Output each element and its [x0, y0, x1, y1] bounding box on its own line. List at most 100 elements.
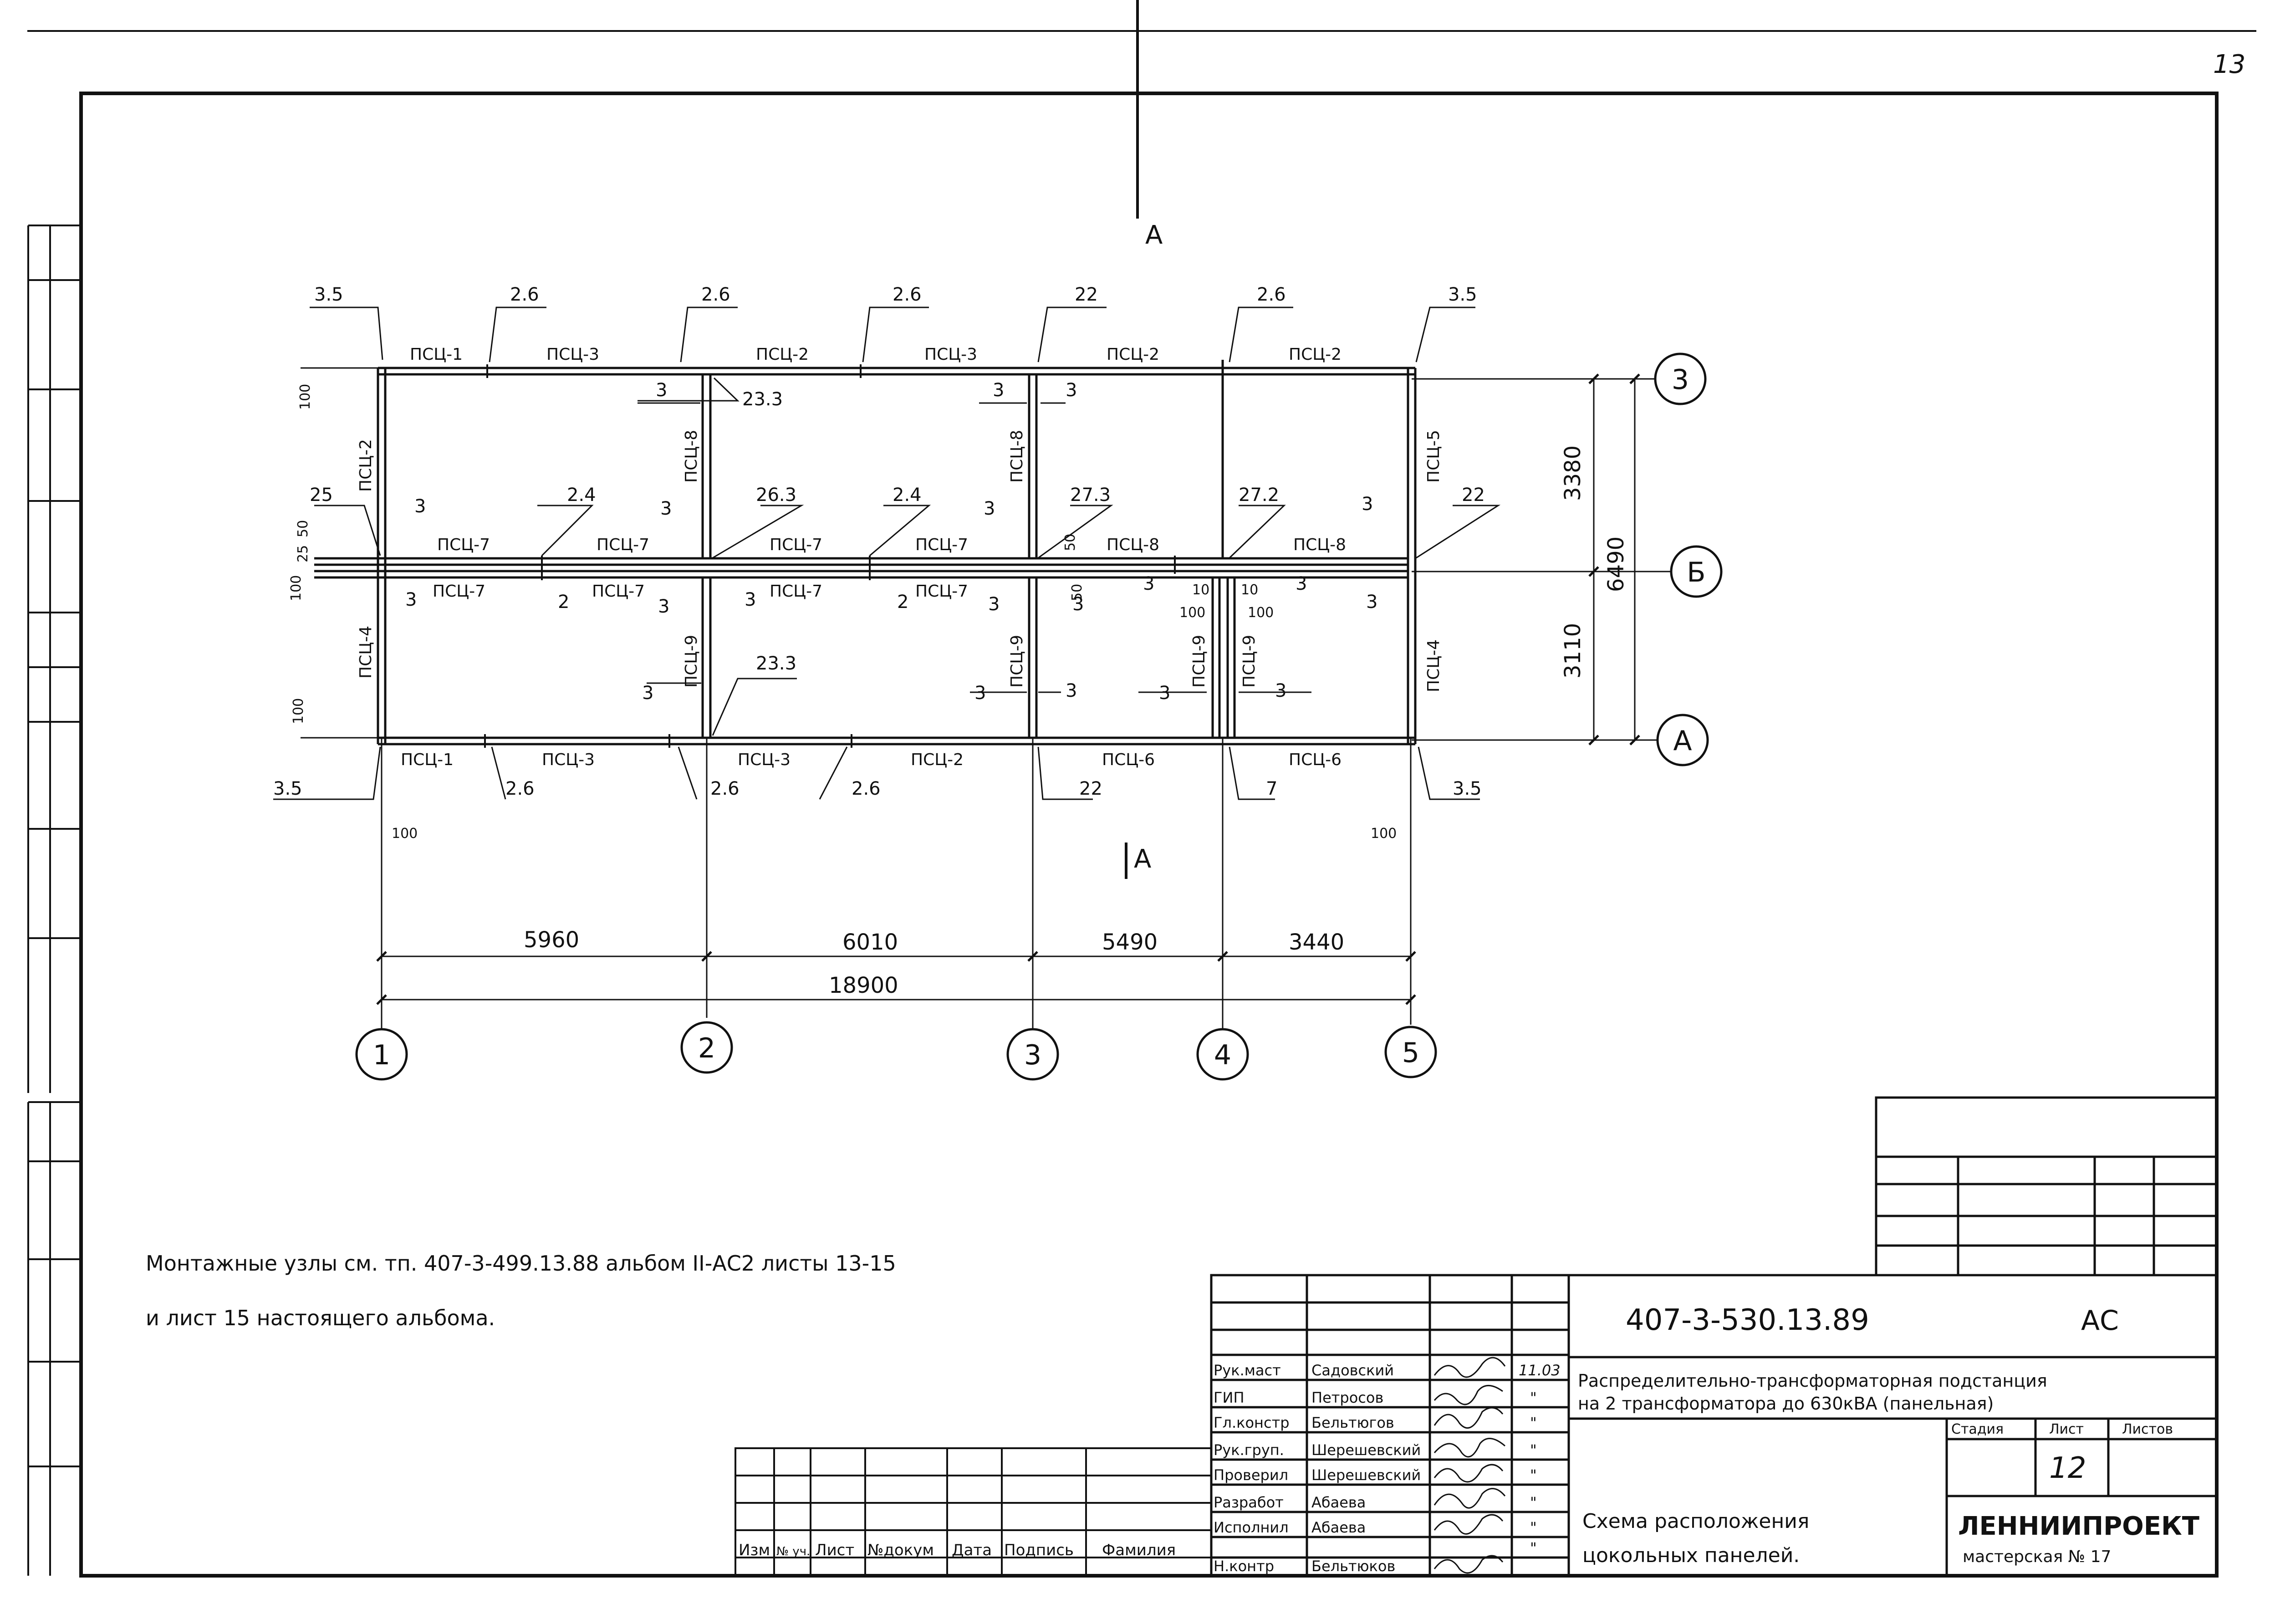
mass-mid-11: 22	[1462, 485, 1485, 506]
signature-scribbles	[1433, 1357, 1506, 1574]
mass-lower-inner-6: 3	[1275, 680, 1286, 701]
mass-mid-3: 2.4	[567, 485, 596, 506]
axis-bubble-row-3	[1654, 352, 1707, 405]
panel-top-3: ПСЦ-2	[756, 345, 809, 364]
mass-mid-4: 3	[660, 498, 672, 519]
notes: Монтажные узлы см. тп. 407-3-499.13.88 а…	[146, 1251, 896, 1330]
mass-bottom-4: 2.6	[852, 778, 881, 799]
rev-header-podpis: Подпись	[1004, 1541, 1074, 1559]
panel-mid-upper-2: ПСЦ-7	[597, 536, 649, 554]
axis-bubble-col-4	[1196, 1028, 1249, 1081]
panel-top-6: ПСЦ-2	[1289, 345, 1342, 364]
axis-label-col-5: 5	[1402, 1037, 1419, 1069]
sig-date-3: "	[1530, 1414, 1537, 1431]
dim-total: 18900	[829, 973, 898, 998]
sig-role-7: Исполнил	[1214, 1519, 1289, 1536]
dim-mid-small-5: 100	[1179, 605, 1205, 621]
small-dimension-texts: 100 50 25 100 100 100 100 50 50 10 10 10…	[288, 384, 1397, 842]
mass-top-6: 2.6	[1257, 284, 1286, 305]
note-line-1: Монтажные узлы см. тп. 407-3-499.13.88 а…	[146, 1251, 896, 1276]
axis-labels: 1 2 3 4 5 3 Б А	[373, 364, 1706, 1071]
dim-left-top: 100	[297, 384, 313, 410]
mass-mid-9: 27.2	[1239, 485, 1279, 506]
panel-vert-2: ПСЦ-4	[357, 626, 375, 679]
axis-label-row-3: 3	[1672, 364, 1689, 396]
axis-bubble-col-2	[680, 1021, 733, 1074]
mass-top-inner-3: 3	[993, 380, 1004, 401]
panel-bottom-4: ПСЦ-2	[911, 751, 964, 769]
dim-left-mid-c: 100	[288, 575, 304, 601]
title-block-texts: 407-3-530.13.89 АС Распределительно-тран…	[1578, 1303, 2199, 1567]
stage-header: Стадия	[1951, 1421, 2004, 1437]
mass-mid-lower-4: 3	[745, 589, 756, 610]
dim-mid-small-6: 100	[1248, 605, 1274, 621]
panel-labels-vertical: ПСЦ-2 ПСЦ-4 ПСЦ-8 ПСЦ-9 ПСЦ-8 ПСЦ-9 ПСЦ-…	[357, 430, 1443, 692]
mass-mid-lower-5: 2	[897, 592, 908, 613]
panel-bottom-5: ПСЦ-6	[1102, 751, 1155, 769]
sig-name-1: Садовский	[1311, 1362, 1394, 1379]
panel-mid-lower-2: ПСЦ-7	[592, 582, 645, 601]
sig-date-5: "	[1530, 1466, 1537, 1484]
mass-mid-7: 3	[984, 498, 995, 519]
sig-role-2: ГИП	[1214, 1389, 1245, 1406]
mass-bottom-3: 2.6	[710, 778, 740, 799]
sig-name-3: Бельтюгов	[1311, 1414, 1394, 1431]
dim-right-upper: 3380	[1560, 445, 1586, 501]
mass-mid-10: 3	[1362, 494, 1373, 515]
mass-mid-lower-6: 3	[988, 594, 1000, 615]
axis-label-col-3: 3	[1024, 1039, 1041, 1071]
panel-mid-upper-6: ПСЦ-8	[1293, 536, 1346, 554]
rev-header-dokum: №докум	[867, 1541, 934, 1559]
panel-mid-lower-4: ПСЦ-7	[915, 582, 968, 601]
panel-vert-9: ПСЦ-5	[1424, 430, 1443, 483]
sig-date-1: 11.03	[1519, 1362, 1561, 1379]
organization-name: ЛЕННИИПРОЕКТ	[1958, 1512, 2199, 1541]
sheet-number: 12	[2049, 1451, 2086, 1485]
mass-top-2: 2.6	[510, 284, 539, 305]
axis-label-col-1: 1	[373, 1039, 390, 1071]
sig-name-4: Шерешевский	[1311, 1441, 1421, 1459]
panel-bottom-1: ПСЦ-1	[401, 751, 454, 769]
mass-labels: 3.5 2.6 2.6 2.6 22 2.6 3.5 3 23.3 3 3 25…	[273, 284, 1485, 799]
sig-name-2: Петросов	[1311, 1389, 1383, 1406]
page-number: 13	[2213, 50, 2245, 79]
mass-top-5: 22	[1075, 284, 1098, 305]
panel-bottom-6: ПСЦ-6	[1289, 751, 1342, 769]
mass-mid-lower-10: 3	[1366, 592, 1377, 613]
mass-mid-lower-3: 3	[658, 596, 669, 617]
mass-mid-lower-8: 3	[1143, 573, 1154, 594]
axis-label-row-b: Б	[1687, 557, 1705, 588]
rev-header-izm: Изм	[739, 1541, 770, 1559]
axis-bubbles	[355, 352, 1723, 1081]
axis-label-col-4: 4	[1214, 1039, 1231, 1071]
dimension-texts: 5960 6010 5490 3440 18900 3380 3110 6490	[524, 445, 1629, 998]
mass-top-inner-4: 3	[1066, 380, 1077, 401]
mass-top-7: 3.5	[1448, 284, 1477, 305]
mass-lower-inner-1: 3	[642, 683, 653, 704]
panel-mid-upper-3: ПСЦ-7	[770, 536, 822, 554]
section-label-top: А	[1145, 220, 1163, 250]
organization-workshop: мастерская № 17	[1963, 1547, 2111, 1566]
panel-top-2: ПСЦ-3	[546, 345, 599, 364]
sig-role-1: Рук.маст	[1214, 1362, 1281, 1379]
rev-header-uch: № уч.	[776, 1545, 810, 1558]
panel-mid-upper-4: ПСЦ-7	[915, 536, 968, 554]
leader-lines	[273, 306, 1501, 800]
note-line-2: и лист 15 настоящего альбома.	[146, 1306, 495, 1330]
rev-header-data: Дата	[952, 1541, 992, 1559]
mass-mid-6: 2.4	[893, 485, 922, 506]
mass-mid-5: 26.3	[756, 485, 796, 506]
dim-bottom-right: 100	[1371, 826, 1397, 842]
plan-walls	[314, 360, 1417, 746]
rev-header-list: Лист	[815, 1541, 854, 1559]
panel-vert-3: ПСЦ-8	[682, 430, 701, 483]
dim-mid-small-3: 10	[1192, 582, 1209, 598]
axis-label-row-a: А	[1673, 725, 1692, 757]
mass-lower-inner-2: 23.3	[756, 653, 796, 674]
dim-left-mid-a: 50	[295, 520, 311, 537]
mass-bottom-6: 7	[1266, 778, 1277, 799]
dimension-ticks	[376, 373, 1640, 1005]
sig-date-8: "	[1530, 1539, 1537, 1557]
panel-mid-upper-5: ПСЦ-8	[1107, 536, 1159, 554]
